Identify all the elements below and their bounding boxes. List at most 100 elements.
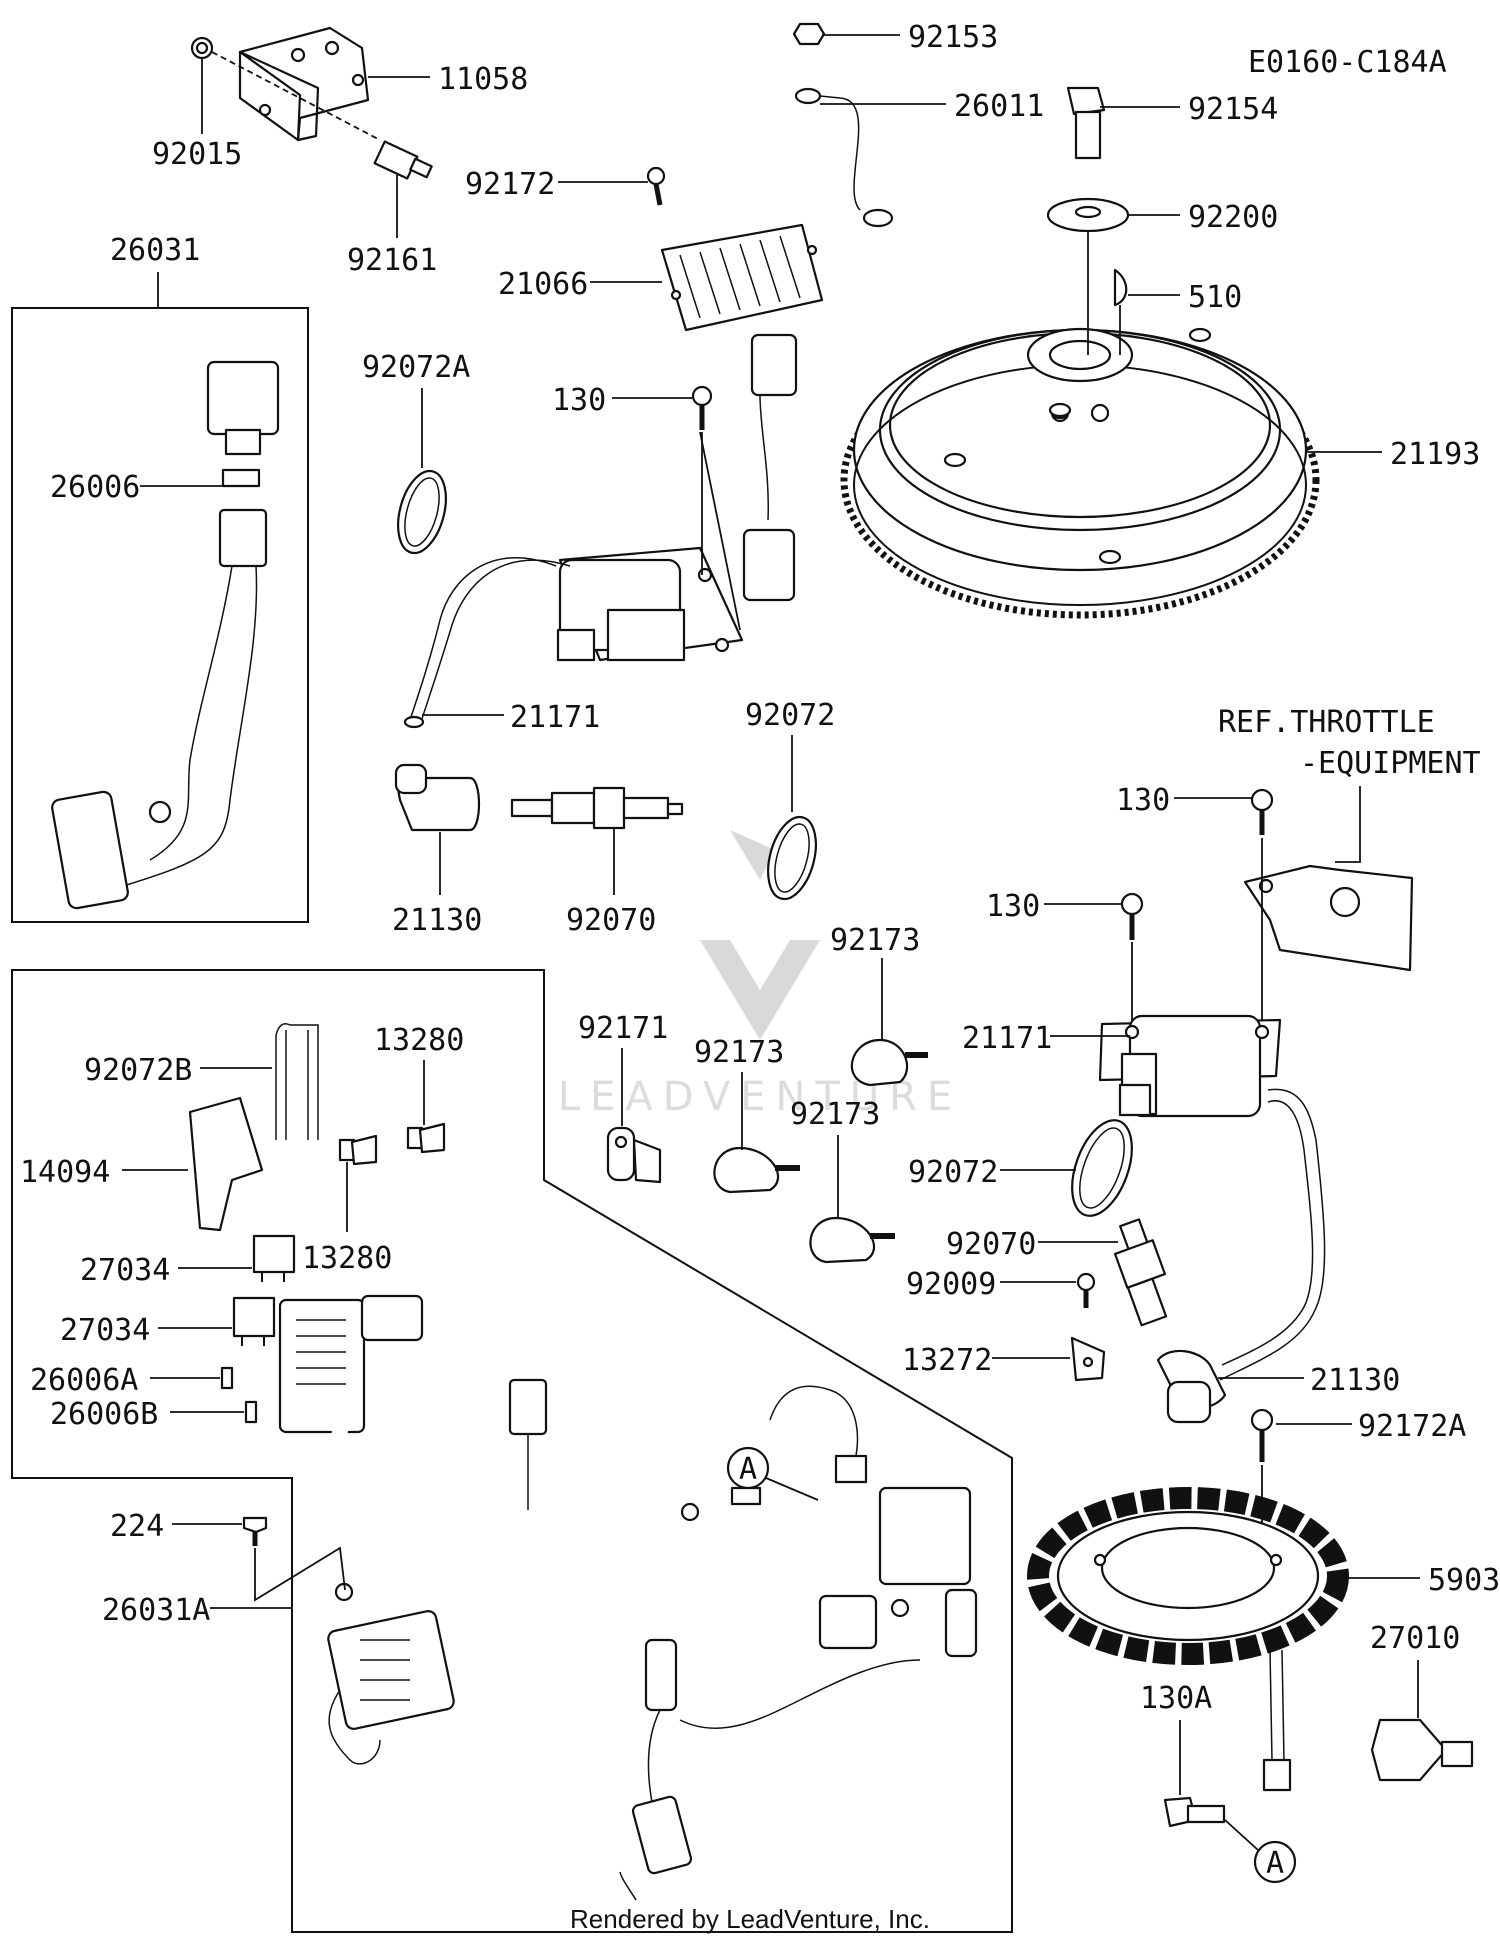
label-27034-a: 27034 xyxy=(80,1253,170,1288)
fuse-26006A-drawing xyxy=(220,1366,234,1390)
label-130-right-mid: 130 xyxy=(986,889,1040,924)
label-130-right-top: 130 xyxy=(1116,783,1170,818)
key-510-drawing xyxy=(1113,268,1128,307)
label-92072B: 92072B xyxy=(84,1053,192,1088)
stator-59031-drawing xyxy=(1027,1487,1349,1792)
label-92173-a: 92173 xyxy=(830,923,920,958)
clip-92173-a-drawing xyxy=(850,1038,928,1087)
svg-text:A: A xyxy=(739,1452,757,1487)
relay-27034-b-drawing xyxy=(232,1296,276,1346)
flywheel-21193-drawing xyxy=(840,327,1320,619)
plug-cap-21130-upper-drawing xyxy=(394,763,480,832)
label-21171-upper: 21171 xyxy=(510,700,600,735)
label-92172A: 92172A xyxy=(1358,1409,1466,1444)
label-13280-b: 13280 xyxy=(302,1241,392,1276)
footer-rendered-by: Rendered by LeadVenture, Inc. xyxy=(570,1904,930,1934)
bolt-130A-drawing xyxy=(1163,1796,1226,1828)
label-92070-upper: 92070 xyxy=(566,903,656,938)
label-92072-upper: 92072 xyxy=(745,698,835,733)
label-14094: 14094 xyxy=(20,1155,110,1190)
clip-92171-drawing xyxy=(606,1126,662,1184)
diagram-code: E0160-C184A xyxy=(1248,45,1447,80)
relay-27034-a-drawing xyxy=(252,1234,296,1282)
box-26031A xyxy=(11,969,1013,1933)
label-27034-b: 27034 xyxy=(60,1313,150,1348)
label-21193: 21193 xyxy=(1390,437,1480,472)
label-21171-lower: 21171 xyxy=(962,1021,1052,1056)
spark-plug-92070-lower-drawing xyxy=(1113,1218,1168,1327)
switch-92161-drawing xyxy=(373,140,433,180)
label-59031: 59031 xyxy=(1428,1563,1500,1598)
callout-a-bottom: A xyxy=(1253,1840,1297,1884)
spark-plug-92070-upper-drawing xyxy=(510,786,684,830)
label-92009: 92009 xyxy=(906,1267,996,1302)
label-92171: 92171 xyxy=(578,1011,668,1046)
clamp-92072-upper-drawing xyxy=(767,815,817,901)
label-224: 224 xyxy=(110,1509,164,1544)
label-26006: 26006 xyxy=(50,470,140,505)
label-26031A: 26031A xyxy=(102,1593,210,1628)
clip-92173-b-drawing xyxy=(713,1146,800,1194)
label-26006A: 26006A xyxy=(30,1363,138,1398)
label-92161: 92161 xyxy=(347,243,437,278)
coil-21171-upper-drawing xyxy=(403,546,744,729)
label-510: 510 xyxy=(1188,280,1242,315)
screw-92172-drawing xyxy=(646,166,666,206)
label-26006B: 26006B xyxy=(50,1397,158,1432)
label-92070-lower: 92070 xyxy=(946,1227,1036,1262)
note-ref-throttle-line1: REF.THROTTLE xyxy=(1218,705,1435,740)
clamp-92072-lower-drawing xyxy=(1071,1119,1133,1217)
bolt-130-upper-drawing xyxy=(691,385,713,430)
fuse-holder-drawing xyxy=(51,360,280,910)
label-130A: 130A xyxy=(1140,1681,1212,1716)
clip-92173-c-drawing xyxy=(809,1216,895,1264)
label-92173-b: 92173 xyxy=(694,1035,784,1070)
fuse-26006B-drawing xyxy=(244,1400,258,1424)
label-11058: 11058 xyxy=(438,62,528,97)
plate-13272-drawing xyxy=(1070,1336,1106,1382)
label-92153: 92153 xyxy=(908,20,998,55)
washer-92200-drawing xyxy=(1046,197,1130,233)
ground-wire-26011-drawing xyxy=(794,87,894,228)
bolt-130-right-top-drawing xyxy=(1250,788,1274,835)
label-92173-c: 92173 xyxy=(790,1097,880,1132)
label-92072-lower: 92072 xyxy=(908,1155,998,1190)
label-92072A: 92072A xyxy=(362,350,470,385)
clip-92072B-drawing xyxy=(275,1023,319,1140)
screw-92009-drawing xyxy=(1076,1272,1096,1308)
label-21130-upper: 21130 xyxy=(392,903,482,938)
throttle-bracket-drawing xyxy=(1243,864,1414,972)
bracket-11058-drawing xyxy=(238,26,370,142)
plug-cap-21130-lower-drawing xyxy=(1156,1349,1227,1424)
label-92172: 92172 xyxy=(465,167,555,202)
label-26031: 26031 xyxy=(110,233,200,268)
fastener-13280-b-drawing xyxy=(338,1134,378,1166)
bolt-92153-drawing xyxy=(792,22,826,46)
label-92200: 92200 xyxy=(1188,200,1278,235)
box-26031 xyxy=(11,307,309,923)
clamp-92072A-drawing xyxy=(397,469,447,555)
regulator-21066-drawing xyxy=(660,223,824,602)
label-13280-a: 13280 xyxy=(374,1023,464,1058)
bolt-92154-drawing xyxy=(1066,86,1106,160)
wiring-harness-26031A-drawing xyxy=(278,1294,978,1901)
screw-92172A-drawing xyxy=(1250,1408,1274,1462)
switch-27010-drawing xyxy=(1370,1718,1474,1782)
bolt-224-drawing xyxy=(242,1516,268,1546)
label-26011: 26011 xyxy=(954,89,1044,124)
label-92154: 92154 xyxy=(1188,92,1278,127)
label-13272: 13272 xyxy=(902,1343,992,1378)
note-ref-throttle-line2: -EQUIPMENT xyxy=(1300,746,1481,781)
module-14094-drawing xyxy=(188,1096,264,1232)
label-21066: 21066 xyxy=(498,267,588,302)
svg-text:A: A xyxy=(1266,1846,1284,1881)
label-21130-lower: 21130 xyxy=(1310,1363,1400,1398)
fastener-13280-a-drawing xyxy=(406,1122,446,1154)
label-130-upper: 130 xyxy=(552,383,606,418)
label-92015: 92015 xyxy=(152,137,242,172)
label-27010: 27010 xyxy=(1370,1621,1460,1656)
callout-a-harness: A xyxy=(726,1446,770,1490)
coil-21171-lower-drawing xyxy=(1098,1014,1326,1381)
bolt-130-right-mid-drawing xyxy=(1120,892,1144,940)
